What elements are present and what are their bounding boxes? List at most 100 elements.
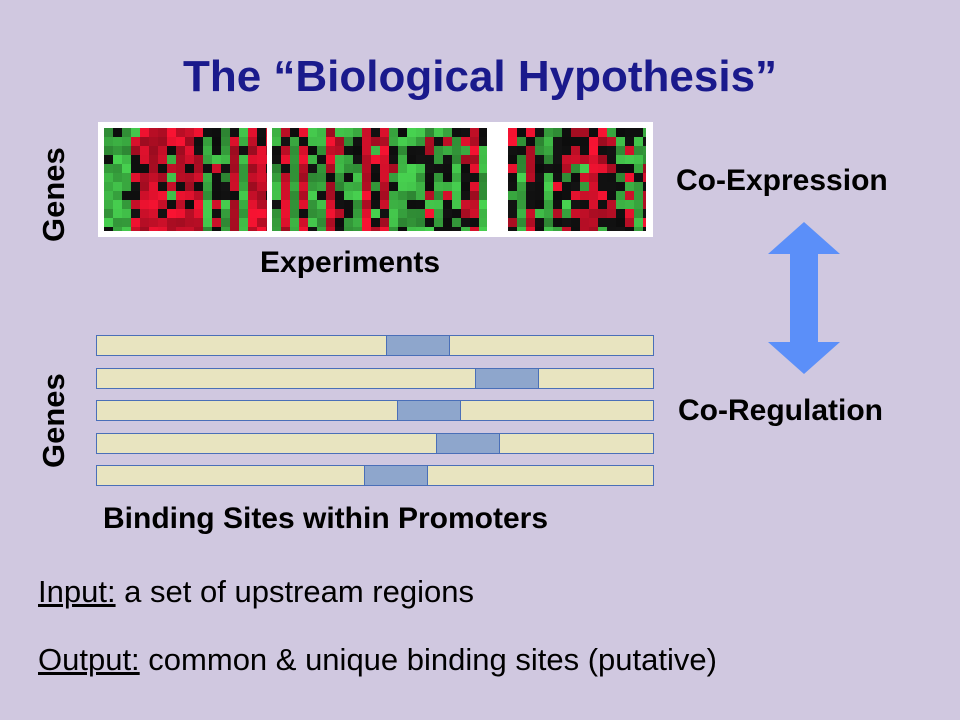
heatmap-cell <box>461 191 470 200</box>
heatmap-cell <box>266 191 267 200</box>
heatmap-cell <box>362 209 371 218</box>
heatmap-cell <box>526 137 535 146</box>
heatmap-cell <box>598 146 607 155</box>
heatmap-cell <box>398 191 407 200</box>
output-text: common & unique binding sites (putative) <box>139 642 717 677</box>
heatmap-cell <box>281 137 290 146</box>
heatmap-cell <box>281 191 290 200</box>
heatmap-cell <box>335 173 344 182</box>
heatmap-cell <box>122 227 131 231</box>
heatmap-cell <box>308 164 317 173</box>
heatmap-cell <box>122 137 131 146</box>
heatmap-cell <box>443 137 452 146</box>
heatmap-cell <box>371 200 380 209</box>
heatmap-cell <box>461 137 470 146</box>
heatmap-cell <box>607 146 616 155</box>
binding-site <box>364 466 428 485</box>
heatmap-cell <box>362 146 371 155</box>
genes-label-top: Genes <box>36 147 71 242</box>
heatmap-cell <box>616 218 625 227</box>
heatmap-cell <box>158 173 167 182</box>
heatmap-cell <box>167 128 176 137</box>
heatmap-cell <box>131 191 140 200</box>
heatmap-cell <box>508 227 517 231</box>
heatmap-cell <box>625 191 634 200</box>
heatmap-cell <box>266 155 267 164</box>
heatmap-cell <box>239 182 248 191</box>
heatmap-cell <box>535 218 544 227</box>
heatmap-cell <box>562 191 571 200</box>
heatmap-cell <box>176 164 185 173</box>
heatmap-cell <box>625 209 634 218</box>
heatmap-cell <box>598 218 607 227</box>
heatmap-cell <box>158 146 167 155</box>
heatmap-cell <box>580 146 589 155</box>
heatmap-cell <box>221 200 230 209</box>
heatmap-cell <box>212 209 221 218</box>
heatmap-cell <box>257 227 266 231</box>
heatmap-cell <box>607 137 616 146</box>
heatmap-cell <box>353 218 362 227</box>
heatmap-cell <box>290 227 299 231</box>
heatmap-cell <box>416 146 425 155</box>
heatmap-cell <box>380 218 389 227</box>
binding-site <box>397 401 461 420</box>
heatmap-cell <box>598 173 607 182</box>
heatmap-cell <box>212 128 221 137</box>
heatmap-panel-2 <box>272 128 487 231</box>
heatmap-cell <box>634 146 643 155</box>
heatmap-cell <box>562 209 571 218</box>
heatmap-cell <box>230 128 239 137</box>
heatmap-cell <box>526 209 535 218</box>
heatmap-cell <box>544 218 553 227</box>
heatmap-cell <box>140 209 149 218</box>
heatmap-cell <box>452 191 461 200</box>
heatmap-cell <box>257 182 266 191</box>
heatmap-cell <box>407 227 416 231</box>
heatmap-cell <box>398 146 407 155</box>
heatmap-cell <box>104 227 113 231</box>
heatmap-cell <box>344 191 353 200</box>
heatmap-cell <box>149 227 158 231</box>
heatmap-cell <box>571 164 580 173</box>
heatmap-cell <box>308 191 317 200</box>
heatmap-cell <box>634 173 643 182</box>
heatmap-cell <box>113 155 122 164</box>
heatmap-cell <box>140 137 149 146</box>
heatmap-cell <box>643 200 646 209</box>
heatmap-cell <box>553 182 562 191</box>
promoter-sequence <box>96 432 654 454</box>
heatmap-cell <box>176 191 185 200</box>
heatmap-cell <box>398 209 407 218</box>
heatmap-cell <box>104 173 113 182</box>
heatmap-cell <box>625 173 634 182</box>
heatmap-cell <box>544 155 553 164</box>
heatmap-cell <box>176 209 185 218</box>
heatmap-cell <box>290 200 299 209</box>
heatmap-cell <box>104 209 113 218</box>
heatmap-cell <box>479 191 487 200</box>
heatmap-cell <box>517 200 526 209</box>
heatmap-cell <box>266 218 267 227</box>
heatmap-cell <box>317 146 326 155</box>
heatmap-cell <box>434 173 443 182</box>
heatmap-cell <box>643 173 646 182</box>
heatmap-cell <box>616 164 625 173</box>
heatmap-cell <box>167 191 176 200</box>
heatmap-cell <box>535 137 544 146</box>
heatmap-cell <box>625 182 634 191</box>
heatmap-cell <box>272 191 281 200</box>
heatmap-cell <box>416 209 425 218</box>
heatmap-cell <box>434 164 443 173</box>
heatmap-cell <box>461 227 470 231</box>
heatmap-cell <box>479 200 487 209</box>
heatmap-cell <box>580 128 589 137</box>
heatmap-cell <box>407 137 416 146</box>
heatmap-cell <box>443 200 452 209</box>
heatmap-cell <box>257 200 266 209</box>
heatmap-cell <box>113 200 122 209</box>
heatmap-cell <box>643 164 646 173</box>
heatmap-cell <box>371 137 380 146</box>
expression-heatmap <box>98 122 653 237</box>
heatmap-cell <box>508 191 517 200</box>
